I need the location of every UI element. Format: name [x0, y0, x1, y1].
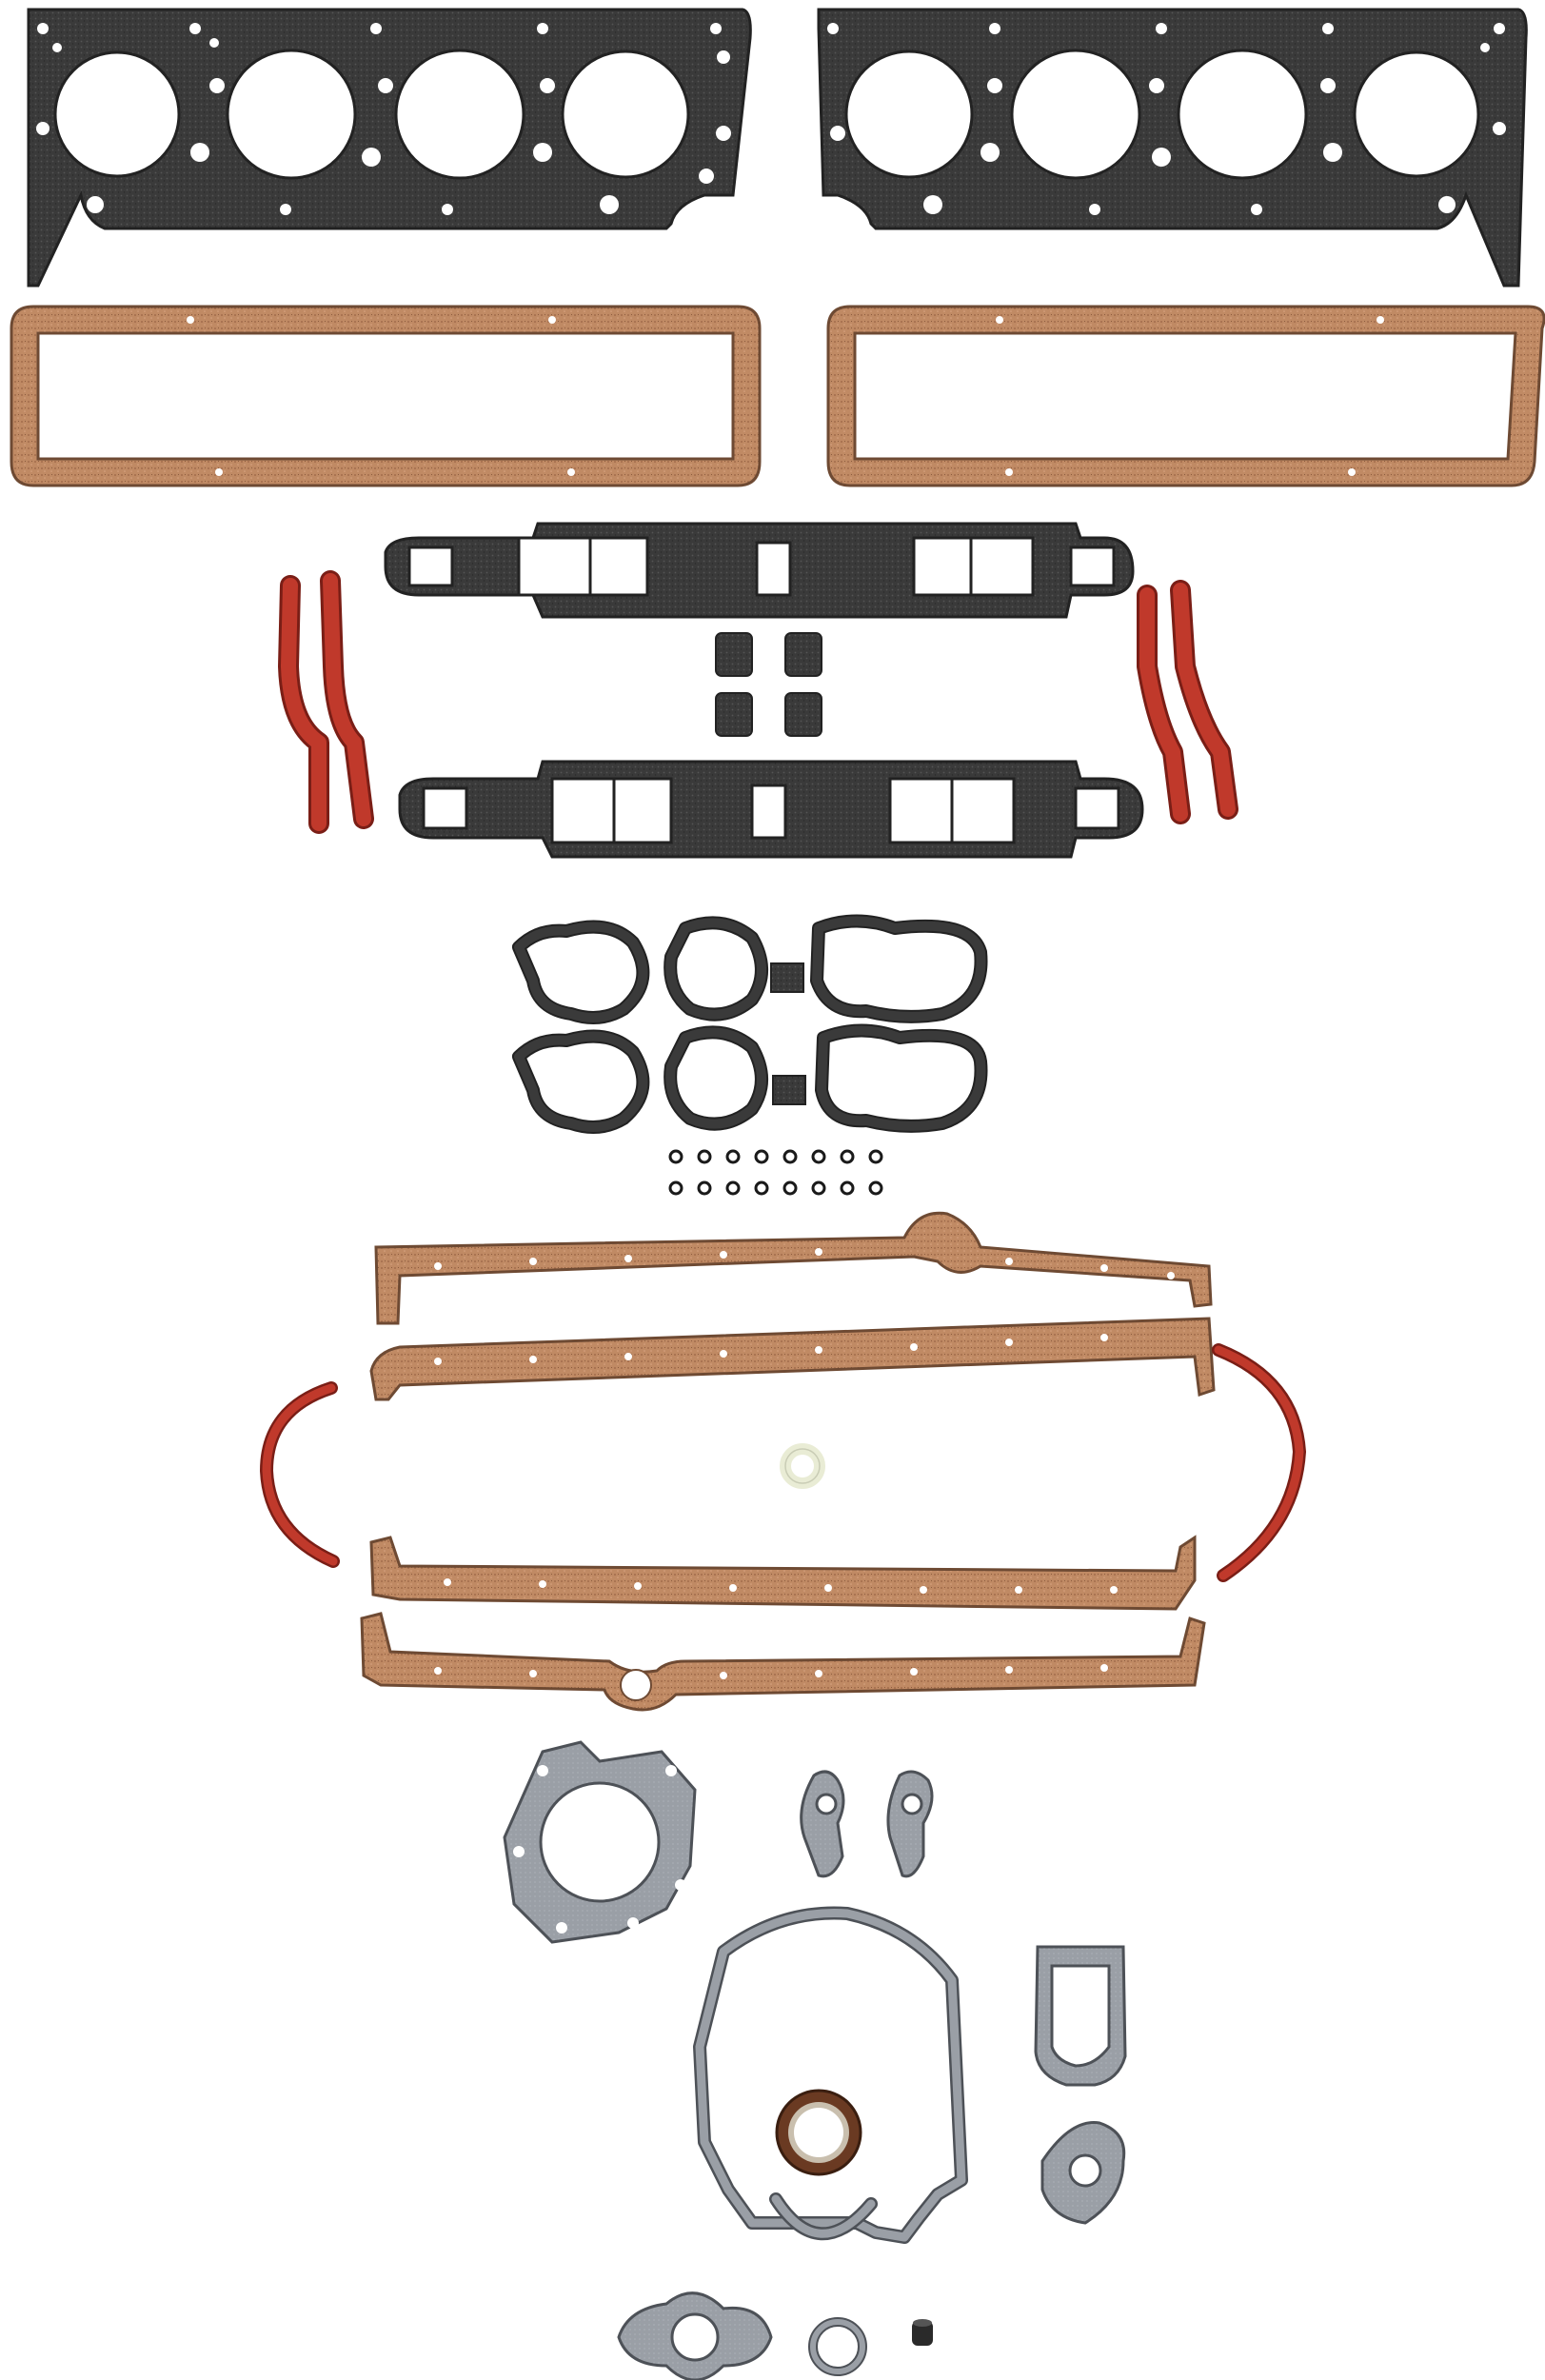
timing-cover-gasket [693, 1906, 968, 2244]
o-ring [868, 1180, 883, 1196]
rear-main-seals [259, 1343, 1307, 1582]
exhaust-gasket-bottom [512, 1023, 988, 1134]
oil-pan-gasket-2 [369, 1317, 1216, 1401]
small-grommet [912, 2319, 933, 2346]
o-ring [697, 1180, 712, 1196]
fuel-pump-plate-gasket [1034, 1945, 1127, 2087]
o-ring [782, 1149, 798, 1164]
oil-pan-gasket-4 [360, 1612, 1206, 1712]
o-ring [754, 1180, 769, 1196]
o-ring [668, 1149, 683, 1164]
thermostat-gasket [617, 2291, 773, 2380]
o-ring [725, 1149, 741, 1164]
small-round-gasket [808, 2317, 867, 2376]
o-ring [811, 1149, 826, 1164]
o-ring [840, 1149, 855, 1164]
o-ring [754, 1149, 769, 1164]
o-ring [840, 1180, 855, 1196]
intake-gasket-bottom [398, 760, 1144, 859]
exhaust-gasket-top [512, 914, 988, 1024]
valve-cover-gasket-right [826, 305, 1545, 487]
o-ring [697, 1149, 712, 1164]
oil-pan-gasket-3 [369, 1535, 1197, 1611]
valve-cover-gasket-left [10, 305, 762, 487]
intake-end-seals [278, 570, 1238, 834]
crank-seal-crescent [769, 2192, 878, 2241]
water-pump-gasket [503, 1740, 697, 1944]
oil-pan-gasket-1 [374, 1211, 1213, 1325]
fuel-pump-gasket [1040, 2121, 1126, 2225]
o-ring [782, 1180, 798, 1196]
small-nylon-ring [780, 1443, 825, 1489]
o-ring [868, 1149, 883, 1164]
o-ring-set [668, 1149, 883, 1196]
head-gasket-right [817, 8, 1528, 288]
bypass-gaskets [800, 1770, 934, 1878]
intake-gasket-top [384, 522, 1135, 619]
o-ring [811, 1180, 826, 1196]
port-block-offs [715, 632, 822, 737]
o-ring [668, 1180, 683, 1196]
head-gasket-left [27, 8, 752, 288]
timing-seal [775, 2089, 862, 2176]
o-ring [725, 1180, 741, 1196]
